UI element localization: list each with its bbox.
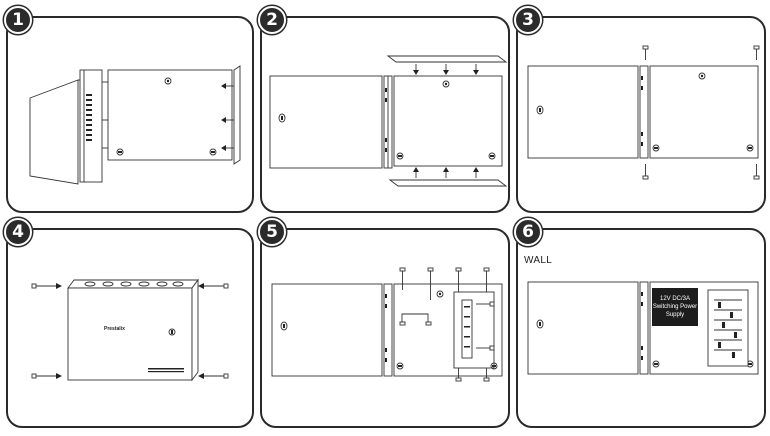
arrows-up: [413, 167, 479, 178]
step-5-panel: 5: [258, 218, 510, 428]
step-number-badge: 3: [514, 6, 542, 34]
enclosure-door: [527, 281, 639, 375]
side-rail-right: [233, 65, 241, 165]
enclosure-back-panel: [649, 65, 759, 159]
bottom-rail: [388, 179, 508, 187]
step-3-illustration: [527, 45, 760, 180]
enclosure-top-face: [67, 279, 199, 289]
step-1-panel: 1: [4, 6, 254, 213]
enclosure-back-panel: [393, 75, 503, 167]
step-number-badge: 6: [514, 218, 542, 246]
psu-label-line-2: Switching Power: [653, 304, 697, 310]
screws: [399, 267, 495, 382]
step-number-badge: 4: [4, 218, 32, 246]
wall-label: WALL: [524, 255, 553, 266]
enclosure-back-panel: [107, 69, 233, 161]
step-2-illustration: [269, 55, 508, 187]
enclosure-back-panel: [393, 283, 503, 377]
enclosure-front-face: [67, 287, 193, 381]
psu-label-line-1: 12V DC/3A: [660, 296, 690, 302]
screws: [642, 45, 760, 180]
wall-screws: [31, 283, 229, 379]
top-rail: [386, 55, 508, 63]
step-6-illustration: 12V DC/3A Switching Power Supply: [527, 281, 759, 375]
circuit-board: [707, 289, 749, 367]
step-number-badge: 1: [4, 6, 32, 34]
screw-arrows-right: [221, 83, 234, 151]
mounting-plate: [453, 291, 495, 369]
step-1-illustration: [29, 65, 241, 185]
step-6-panel: 6 WALL 12V DC/3A Switching Power Supply: [514, 218, 766, 428]
enclosure-door: [271, 283, 383, 377]
step-2-panel: 2: [258, 6, 510, 213]
arrows-down: [413, 64, 479, 75]
psu-label-line-3: Supply: [666, 312, 684, 318]
step-number-badge: 5: [258, 218, 286, 246]
step-4-illustration: Prestalix: [31, 278, 229, 382]
step-4-panel: 4 Prestalix: [4, 218, 254, 428]
step-number-badge: 2: [258, 6, 286, 34]
brand-label: Prestalix: [104, 326, 125, 332]
power-supply-unit: [652, 288, 698, 326]
enclosure-door: [527, 65, 639, 159]
enclosure-door: [269, 75, 383, 169]
enclosure-door: [29, 79, 79, 185]
step-3-panel: 3: [514, 6, 766, 213]
step-5-illustration: [271, 267, 503, 382]
